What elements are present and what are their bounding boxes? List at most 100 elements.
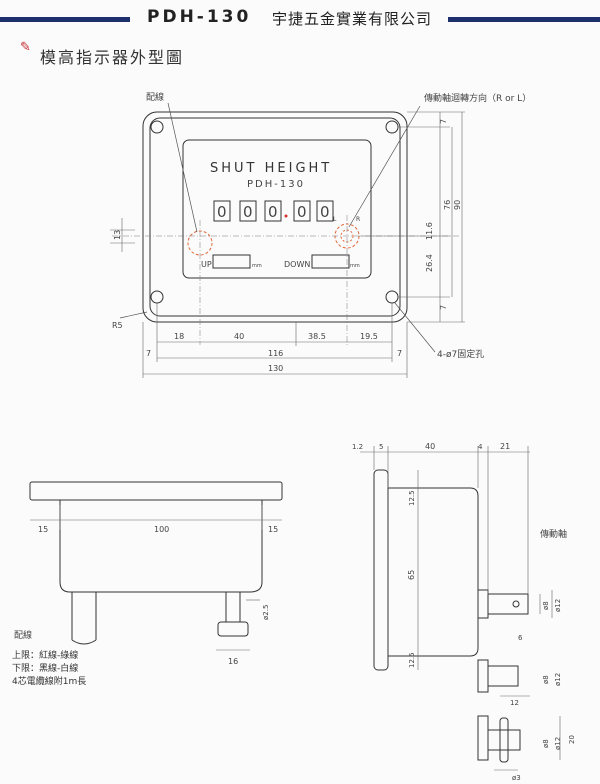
bottom-view: [29, 481, 283, 645]
dim-12-side: 12: [510, 699, 519, 707]
rotation-r: R: [356, 216, 360, 223]
dim-7-top: 7: [439, 119, 448, 124]
front-dim-text: 18 40 38.5 19.5 7 7 116 130 13 7 7 11.6 …: [113, 119, 462, 373]
variant-boss-b: [477, 659, 489, 693]
variant-shaft-c: [487, 729, 521, 751]
variant-shaft-b: [487, 665, 519, 687]
digit-box-4: [293, 200, 311, 222]
front-view-text: SHUT HEIGHT PDH-130 0 0 0 0 0 UP mm DOWN…: [112, 91, 531, 360]
up-label: UP: [201, 260, 212, 269]
section-title: 模高指示器外型圖: [40, 48, 185, 67]
dim-5: 5: [379, 443, 383, 451]
bottom-dim-lines: [30, 505, 282, 651]
model-number: PDH-130: [147, 7, 252, 27]
dim-40-side: 40: [425, 442, 435, 451]
dim-4-side: 4: [478, 443, 483, 451]
dim-26-4: 26.4: [425, 254, 434, 272]
dim-65: 65: [407, 570, 416, 580]
mount-hole-tl: [150, 120, 164, 134]
digit-box-5: [316, 200, 334, 222]
bottom-dim-text: 15 100 15 ø2.5 16 配線: [14, 525, 278, 666]
shaft-label: 傳動軸: [540, 528, 567, 540]
note-upper-limit: 上限：紅線-綠線: [12, 651, 79, 661]
digit-5: 0: [320, 203, 330, 221]
dim-90: 90: [453, 200, 462, 210]
down-value-box: [311, 254, 350, 269]
shaft-collar: [217, 621, 249, 637]
dim-7-right: 7: [397, 349, 402, 358]
dim-d3: ø3: [512, 774, 521, 782]
wire-end: [71, 639, 97, 645]
panel-title: SHUT HEIGHT: [210, 161, 332, 176]
dim-d8-a: ø8: [542, 601, 550, 610]
dim-7-bottom: 7: [439, 305, 448, 310]
dim-16: 16: [228, 657, 238, 666]
dim-12-5-bottom: 12.5: [408, 652, 416, 668]
dim-d12-b: ø12: [554, 673, 562, 686]
rotation-leader: [348, 105, 421, 228]
mount-hole-br: [385, 290, 399, 304]
dim-38-5: 38.5: [308, 332, 326, 341]
front-inner-plate: [149, 117, 401, 317]
dim-21: 21: [500, 442, 510, 451]
dim-76: 76: [443, 200, 452, 210]
wiring-leader: [167, 102, 198, 233]
shaft-stub: [225, 591, 241, 623]
mounting-holes-label: 4-ø7固定孔: [437, 348, 484, 360]
pin-icon: ✎: [20, 40, 31, 55]
bottom-wiring-label: 配線: [14, 629, 32, 641]
note-cable: 4芯電纜線附1m長: [12, 677, 87, 687]
dim-7-left: 7: [146, 349, 151, 358]
mount-hole-bl: [150, 290, 164, 304]
dim-13: 13: [113, 230, 122, 240]
dim-6: 6: [518, 634, 523, 642]
dim-130: 130: [268, 364, 283, 373]
dim-100: 100: [154, 525, 169, 534]
side-dim-text: 1.2 5 40 4 21 12.5 65 12.5 傳動軸 ø8 ø12 6 …: [352, 442, 576, 782]
dim-116: 116: [268, 349, 283, 358]
digit-box-3: [264, 200, 282, 222]
side-flange: [373, 469, 389, 671]
wiring-notes: 上限：紅線-綠線 下限：黑線-白線 4芯電纜線附1m長: [12, 650, 86, 689]
digit-1: 0: [217, 203, 227, 221]
shaft-boss: [477, 589, 489, 619]
holes-leader: [394, 302, 436, 353]
up-unit: mm: [252, 263, 262, 269]
decimal-point: [284, 214, 288, 218]
dim-1-2: 1.2: [352, 443, 363, 451]
variant-boss-c: [477, 715, 489, 761]
corner-radius-label: R5: [112, 321, 123, 330]
dim-12-5-top: 12.5: [408, 490, 416, 506]
rotation-l: L: [333, 216, 337, 223]
header: PDH-130 宇捷五金實業有限公司: [0, 0, 600, 40]
dim-19-5: 19.5: [360, 332, 378, 341]
shaft-pin-hole: [512, 600, 520, 608]
rotation-direction-label: 傳動軸迴轉方向（R or L）: [424, 92, 531, 104]
digit-4: 0: [297, 203, 307, 221]
digit-box-1: [213, 200, 231, 222]
side-dim-lines: [360, 446, 561, 771]
side-body: [388, 487, 479, 657]
wiring-label: 配線: [146, 91, 164, 103]
dim-11-6: 11.6: [425, 222, 434, 240]
up-value-box: [212, 254, 251, 269]
side-view: [373, 469, 529, 763]
digit-2: 0: [243, 203, 253, 221]
dim-d12-a: ø12: [554, 599, 562, 612]
company-name: 宇捷五金實業有限公司: [272, 10, 433, 28]
dim-shaft-dia: ø2.5: [262, 605, 270, 620]
panel-model: PDH-130: [247, 179, 305, 190]
down-unit: mm: [350, 263, 360, 269]
front-view: [112, 102, 460, 353]
side-shaft: [487, 593, 529, 615]
variant-pin-c: [499, 717, 509, 763]
mount-hole-tr: [385, 120, 399, 134]
dim-18: 18: [174, 332, 184, 341]
header-bar-right: [448, 17, 600, 22]
bottom-body: [59, 500, 263, 593]
dim-15-right: 15: [268, 525, 278, 534]
bottom-flange: [29, 481, 283, 501]
front-dim-lines: [110, 111, 465, 378]
r5-leader: [119, 311, 148, 319]
